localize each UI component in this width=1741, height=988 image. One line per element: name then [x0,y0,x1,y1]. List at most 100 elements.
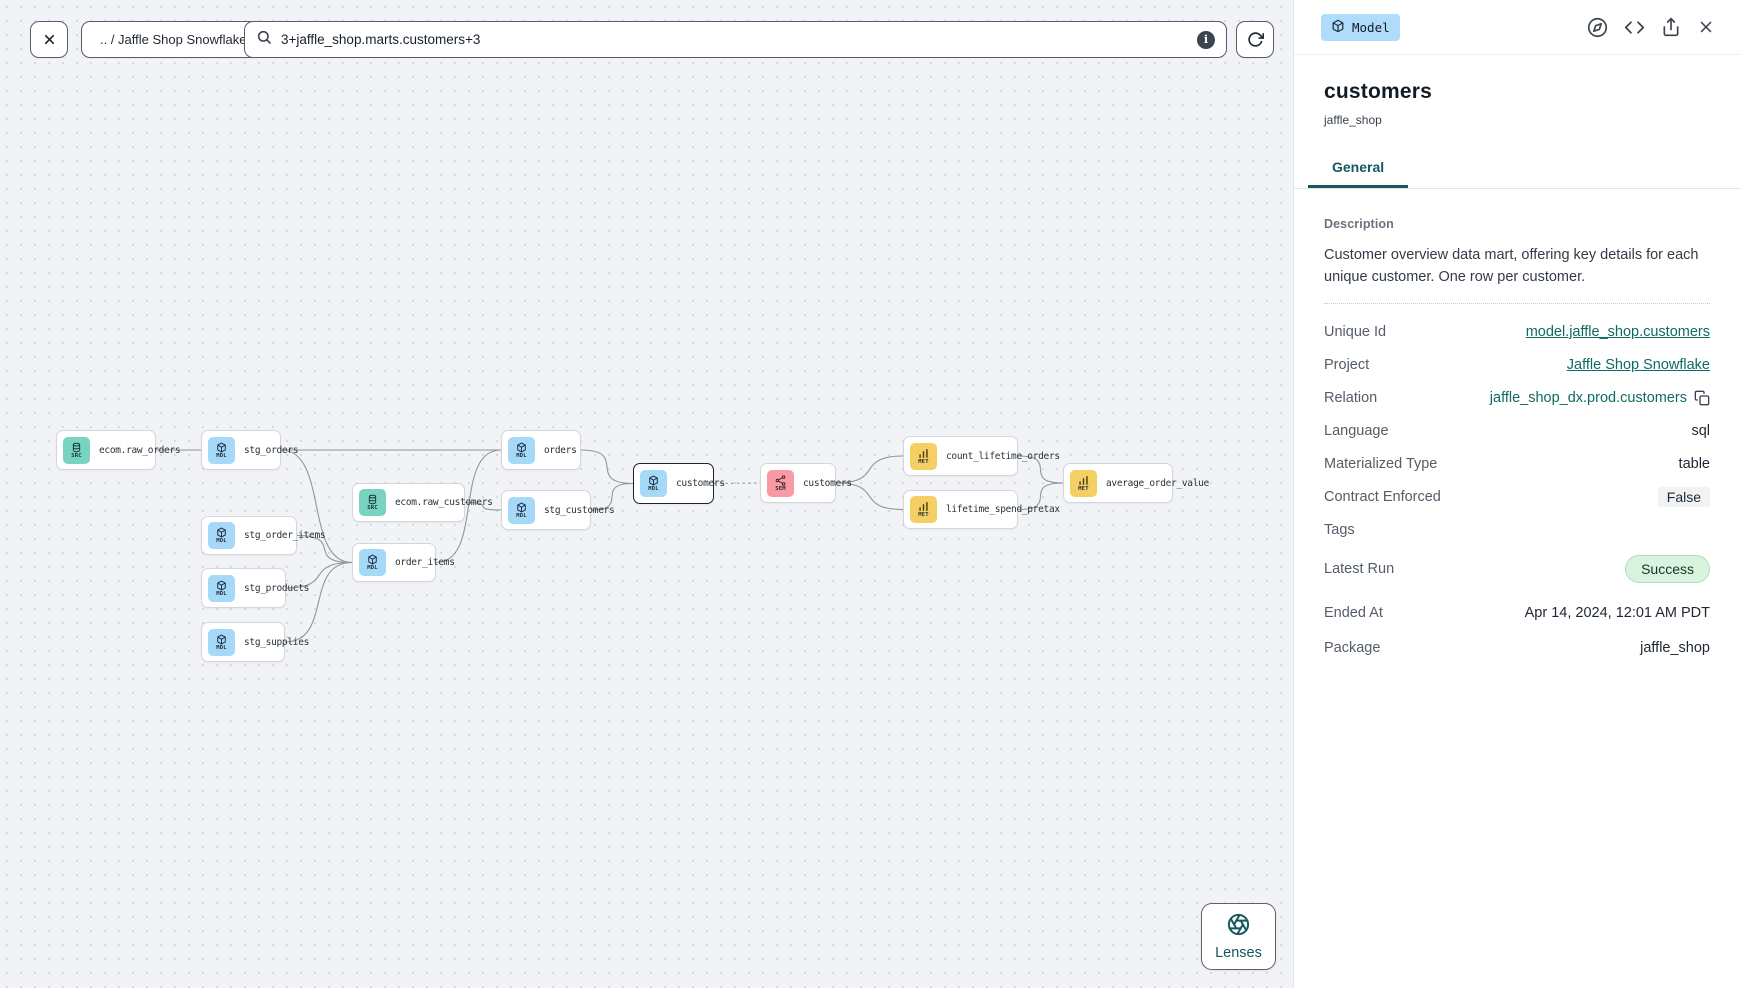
node-label: ecom.raw_orders [99,444,181,456]
detail-value-package: jaffle_shop [1640,639,1710,656]
node-label: stg_order_items [244,530,326,541]
copy-icon[interactable] [1694,390,1710,406]
resource-type-badge: Model [1321,13,1400,41]
detail-label-contract-enforced: Contract Enforced [1324,488,1441,505]
detail-label-language: Language [1324,422,1389,439]
resource-type-label: Model [1352,19,1390,35]
graph-node-stg_supplies[interactable]: MDL stg_supplies [201,622,309,662]
edge-order_items-to-orders [435,449,502,564]
close-lineage-button[interactable] [30,21,68,58]
edge-stg_customers-to-customers [590,482,634,511]
detail-label-latest-run: Latest Run [1324,561,1395,578]
lenses-button[interactable]: Lenses [1201,903,1276,970]
description-text: Customer overview data mart, offering ke… [1324,247,1699,286]
edge-orders-to-customers [580,449,634,485]
mdl-badge-icon: MDL [208,522,235,549]
detail-value-materialized-type: table [1678,455,1710,472]
detail-value-ended-at: Apr 14, 2024, 12:01 AM PDT [1524,604,1710,621]
breadcrumb[interactable]: .. / Jaffle Shop Snowflake [81,21,266,58]
src-badge-icon: SRC [359,489,386,516]
mdl-badge-icon: MDL [208,436,235,464]
edge-count_lifetime_orders-to-average_order_value [1017,455,1064,484]
detail-label-materialized-type: Materialized Type [1324,455,1438,472]
refresh-button[interactable] [1236,21,1274,58]
model-cube-icon [1331,19,1345,36]
detail-row-contract-enforced: Contract Enforced False [1324,486,1710,507]
status-badge: Success [1625,555,1710,584]
view-code-icon[interactable] [1624,17,1645,38]
graph-node-customers[interactable]: MDL customers [633,463,725,504]
graph-node-orders[interactable]: MDL orders [501,430,581,470]
edge-stg_order_items-to-order_items [296,534,353,564]
node-label: count_lifetime_orders [946,450,1060,462]
lineage-edges [156,449,1064,643]
details-panel: Model customers jaffle_shop [1293,0,1741,988]
dotted-divider [1324,303,1710,305]
breadcrumb-label: .. / Jaffle Shop Snowflake [100,32,247,47]
node-label: customers [803,477,852,489]
lenses-aperture-icon [1227,913,1250,941]
detail-value-unique-id[interactable]: model.jaffle_shop.customers [1525,323,1710,340]
node-label: stg_supplies [244,636,310,648]
detail-value-project[interactable]: Jaffle Shop Snowflake [1566,356,1710,373]
lineage-search[interactable]: i [244,21,1227,58]
met-badge-icon: MET [910,442,937,470]
search-input[interactable] [281,32,1188,47]
panel-header: Model [1294,0,1741,55]
detail-label-ended-at: Ended At [1324,604,1383,621]
graph-node-ecom.raw_customers[interactable]: SRC ecom.raw_customers [352,483,493,522]
detail-row-project: Project Jaffle Shop Snowflake [1324,354,1710,375]
detail-row-materialized-type: Materialized Type table [1324,453,1710,474]
detail-label-project: Project [1324,356,1370,373]
mdl-badge-icon: MDL [508,436,535,464]
graph-node-lifetime_spend_pretax[interactable]: MET lifetime_spend_pretax [903,490,1060,529]
node-label: order_items [395,557,455,568]
mdl-badge-icon: MDL [208,628,235,656]
tab-general[interactable]: General [1308,159,1409,188]
node-label: ecom.raw_customers [395,497,493,508]
share-icon[interactable] [1661,17,1681,37]
graph-node-count_lifetime_orders[interactable]: MET count_lifetime_orders [903,436,1060,476]
sem-badge-icon: SEM [767,469,794,497]
close-panel-icon[interactable] [1697,18,1715,36]
edge-customers_sem-to-lifetime_spend_pretax [835,482,904,511]
node-label: stg_customers [544,504,615,516]
lenses-label: Lenses [1215,944,1262,961]
detail-label-package: Package [1324,639,1381,656]
edge-customers_sem-to-count_lifetime_orders [835,455,904,484]
detail-label-tags: Tags [1324,521,1355,538]
detail-value-language: sql [1691,422,1710,439]
detail-row-unique-id: Unique Id model.jaffle_shop.customers [1324,321,1710,342]
detail-value-contract-enforced: False [1657,486,1710,507]
search-icon [256,29,272,50]
refresh-icon [1247,31,1264,48]
edge-lifetime_spend_pretax-to-average_order_value [1017,482,1064,511]
edge-stg_supplies-to-order_items [284,561,353,643]
graph-node-customers_sem[interactable]: SEM customers [760,463,852,503]
mdl-badge-icon: MDL [640,470,667,497]
info-icon[interactable]: i [1197,30,1215,49]
detail-row-ended-at: Ended At Apr 14, 2024, 12:01 AM PDT [1324,602,1710,623]
node-label: lifetime_spend_pretax [946,504,1060,515]
detail-row-package: Package jaffle_shop [1324,637,1710,658]
node-label: customers [676,478,725,489]
close-icon [42,32,57,47]
graph-node-stg_order_items[interactable]: MDL stg_order_items [201,516,326,555]
detail-row-latest-run: Latest Run Success [1324,555,1710,584]
met-badge-icon: MET [910,496,937,523]
detail-label-unique-id: Unique Id [1324,323,1387,340]
node-label: orders [544,444,577,456]
edge-ecom.raw_customers-to-stg_customers [464,501,502,511]
explore-compass-icon[interactable] [1587,17,1608,38]
met-badge-icon: MET [1070,469,1097,497]
